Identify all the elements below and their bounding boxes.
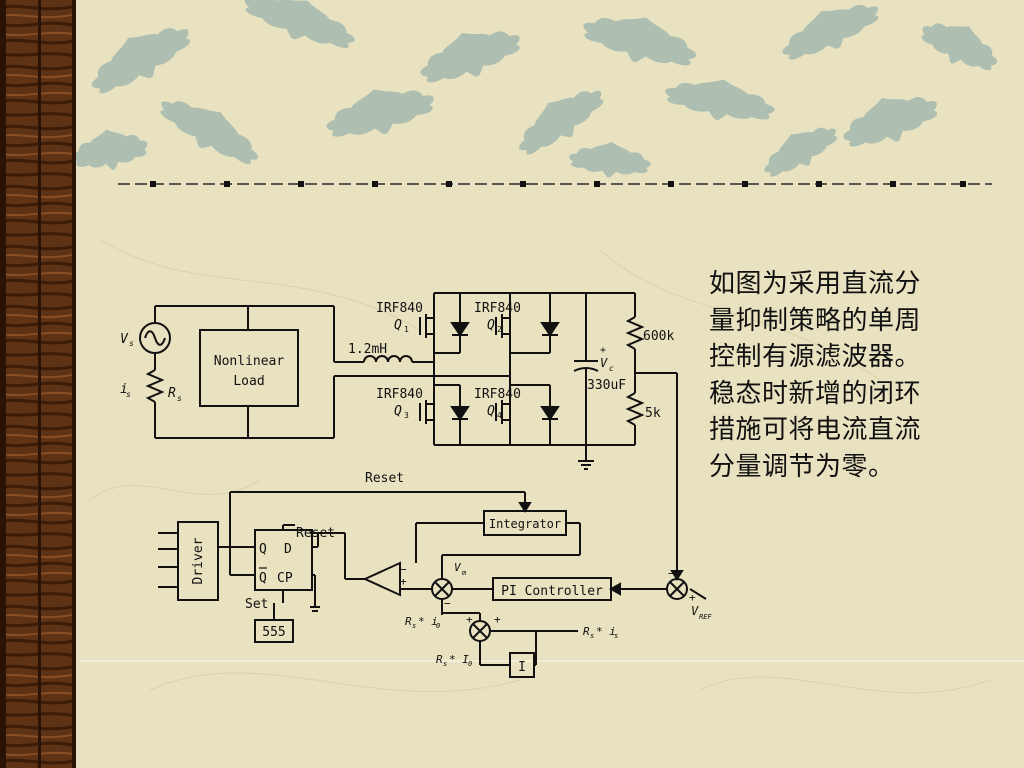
rs-I0-label: R: [436, 653, 443, 666]
rs-i0-idx-label: 0: [436, 622, 440, 630]
load-label-2: Load: [233, 374, 264, 389]
rs-i0-sub-label: s: [412, 622, 416, 630]
resistor-5k-icon: [625, 392, 645, 426]
bottom-plus-right-label: +: [494, 613, 501, 626]
cap-plus-label: +: [600, 345, 606, 356]
ff-d-label: D: [284, 542, 292, 557]
woodgrain-strip: [0, 0, 76, 768]
resistor-rs-icon: [145, 369, 165, 403]
vref-sub-label: REF: [699, 613, 712, 621]
cap-value-label: 330uF: [587, 378, 626, 393]
rs-I0-idx-label: 0: [468, 660, 472, 668]
circuit-diagram: V s i s R s Nonlinear Load 1.2mH IRF840 …: [120, 292, 712, 678]
set-label: Set: [245, 597, 268, 612]
driver-box: [177, 521, 219, 601]
mosfet-q3-icon: [419, 400, 434, 424]
cap-sub-label: c: [609, 364, 614, 373]
vm-sub-label: m: [461, 569, 467, 577]
rs-i0-label: R: [405, 615, 412, 628]
opamp-minus-label: −: [400, 563, 407, 576]
opamp-plus-label: +: [400, 575, 407, 588]
mosfet-q4-icon: [495, 400, 510, 424]
q3-name-label: Q: [394, 404, 402, 419]
rs-is-idx-label: s: [614, 632, 618, 640]
integrator-label: Integrator: [489, 517, 561, 531]
nonlinear-load-box: [199, 329, 299, 407]
vm-label: V: [454, 561, 462, 574]
ff-cp-label: CP: [277, 571, 293, 586]
vref-label: V: [691, 604, 699, 618]
q4-part-label: IRF840: [474, 387, 521, 402]
comparator-icon: [362, 561, 401, 597]
inductor-label: 1.2mH: [348, 342, 387, 357]
rs-is-rest-label: * i: [596, 625, 616, 638]
q4-name-label: Q: [487, 404, 495, 419]
rs-i0-rest-label: * i: [418, 615, 438, 628]
resistor-5k-label: 5k: [645, 406, 661, 421]
mosfet-q1-icon: [419, 293, 435, 338]
bottom-plus-left-label: +: [466, 613, 473, 626]
slide-caption: 如图为采用直流分量抑制策略的单周控制有源滤波器。稳态时新增的闭环措施可将电流直流…: [709, 269, 922, 482]
resistor-600k-label: 600k: [643, 329, 674, 344]
label-is: i: [120, 382, 128, 397]
label-vs: V: [120, 332, 129, 347]
q4-index-label: 4: [497, 411, 502, 420]
inductor-icon: [363, 355, 413, 363]
q1-part-label: IRF840: [376, 301, 423, 316]
q3-index-label: 3: [404, 411, 409, 420]
timer-label: 555: [262, 625, 285, 640]
label-vs-sub: s: [129, 339, 134, 348]
rs-I0-sub-label: s: [443, 660, 447, 668]
label-rs: R: [168, 386, 176, 401]
inner-minus-label: −: [444, 597, 451, 610]
load-label-1: Nonlinear: [214, 354, 285, 369]
reset-top-label: Reset: [365, 471, 404, 486]
q3-part-label: IRF840: [376, 387, 423, 402]
ref-minus-label: −: [668, 567, 675, 580]
rs-I0-rest-label: * I: [449, 653, 469, 666]
q1-index-label: 1: [404, 325, 409, 334]
q2-name-label: Q: [487, 318, 495, 333]
mosfet-q2-icon: [495, 314, 510, 338]
q1-name-label: Q: [394, 318, 402, 333]
q2-part-label: IRF840: [474, 301, 521, 316]
label-is-sub: s: [126, 390, 131, 399]
rs-is-label: R: [583, 625, 590, 638]
cap-name-label: V: [600, 356, 608, 370]
ff-qbar-label: Q: [259, 571, 267, 586]
pi-controller-label: PI Controller: [501, 584, 603, 599]
divider-line: [118, 181, 992, 187]
ff-q-label: Q: [259, 542, 267, 557]
q2-index-label: 2: [497, 325, 502, 334]
driver-label: Driver: [191, 537, 206, 584]
ref-plus-label: +: [689, 591, 696, 604]
resistor-600k-icon: [625, 316, 645, 350]
rs-is-sub-label: s: [590, 632, 594, 640]
reset-ff-label: Reset: [296, 526, 335, 541]
integral-block-label: I: [518, 660, 526, 675]
label-rs-sub: s: [177, 394, 182, 403]
